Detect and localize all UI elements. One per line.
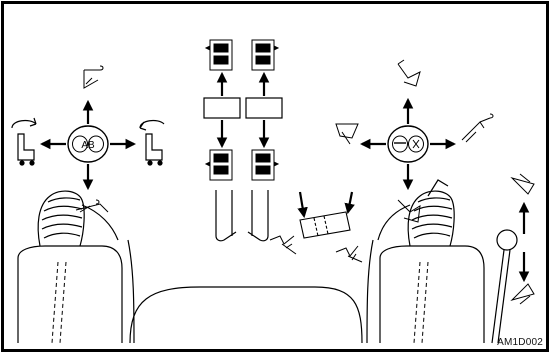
boom-raise-icon [397, 199, 421, 223]
swing-left-icon [11, 117, 37, 166]
figure-code: AM1D002 [497, 337, 543, 348]
arm-out-icon [83, 65, 104, 89]
track-forward-left-icon [204, 39, 233, 71]
console-dashes [51, 261, 429, 344]
blade-down-icon [269, 235, 297, 255]
swing-right-icon [139, 119, 165, 166]
travel-levers [203, 97, 283, 242]
track-reverse-left-icon [204, 149, 233, 181]
track-reverse-right-icon [251, 149, 280, 181]
right-lever-arrows [359, 97, 457, 191]
left-lever-arrows [39, 99, 137, 191]
boom-lower-icon [397, 59, 421, 87]
travel-arrows [216, 71, 270, 149]
bucket-dig-icon [335, 123, 359, 145]
blade-arrows [297, 191, 355, 219]
cab-floor-outline [17, 239, 485, 344]
left-knob: AB [67, 125, 109, 163]
blade-up-icon [335, 245, 363, 263]
stick-up-icon [510, 173, 535, 195]
left-knob-label: AB [81, 140, 95, 151]
track-forward-right-icon [251, 39, 280, 71]
left-control-lever [37, 190, 119, 247]
dozer-stick [491, 229, 518, 344]
bucket-dump-icon [461, 113, 494, 143]
stick-down-icon [510, 283, 535, 305]
arm-in-icon [75, 199, 109, 213]
right-knob [387, 125, 429, 163]
right-control-lever [377, 179, 455, 247]
blade-lever [299, 211, 351, 239]
